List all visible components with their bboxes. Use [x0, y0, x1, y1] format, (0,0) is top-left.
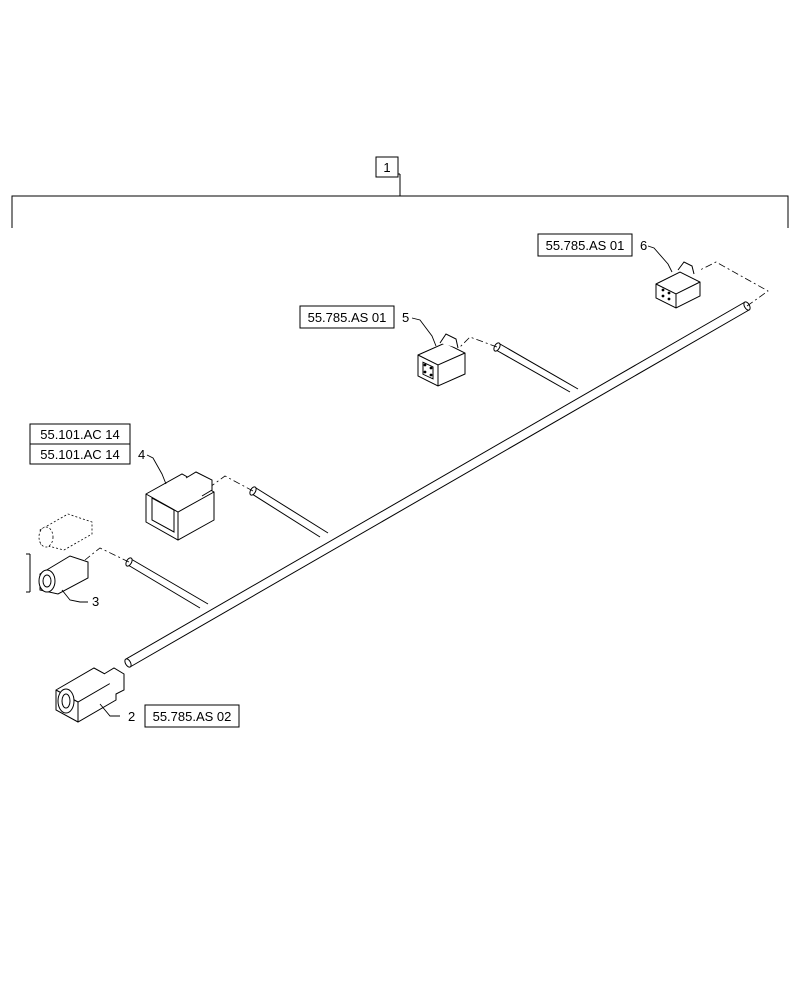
branch-item-4 [209, 475, 329, 538]
item-4-number: 4 [138, 447, 145, 462]
branch-item-3 [84, 547, 209, 609]
item-5-ref[interactable]: 55.785.AS 01 [308, 310, 387, 325]
callout-item-2: 2 55.785.AS 02 [99, 703, 240, 728]
item-4-ref-1[interactable]: 55.101.AC 14 [40, 427, 120, 442]
item-3-number: 3 [92, 594, 99, 609]
callout-item-3: 3 [61, 589, 99, 609]
harness-trunk [124, 301, 751, 668]
item-5-number: 5 [402, 310, 409, 325]
branch-item-5 [459, 336, 579, 393]
item-4-ref-box-2[interactable] [29, 443, 131, 465]
callout-item-6: 55.785.AS 01 6 [537, 233, 673, 273]
item-2-ref[interactable]: 55.785.AS 02 [153, 709, 232, 724]
callout-item-4: 55.101.AC 14 55.101.AC 14 4 [29, 423, 167, 485]
assembly-item-number: 1 [383, 160, 390, 175]
item-4-ref-2[interactable]: 55.101.AC 14 [40, 447, 120, 462]
assembly-bracket: 1 [11, 156, 789, 228]
item-5-ref-box[interactable] [299, 305, 395, 329]
connector-item-3[interactable] [26, 513, 93, 595]
item-6-ref-box[interactable] [537, 233, 633, 257]
item-2-ref-box[interactable] [144, 704, 240, 728]
item-2-number: 2 [128, 709, 135, 724]
branch-item-6 [699, 261, 769, 307]
connector-item-6[interactable] [655, 261, 701, 309]
connector-item-5[interactable] [417, 333, 466, 387]
connector-item-2[interactable] [55, 667, 125, 723]
assembly-item-box[interactable] [375, 156, 399, 178]
connector-item-4[interactable] [145, 471, 215, 541]
callout-item-5: 55.785.AS 01 5 [299, 305, 437, 347]
item-6-ref[interactable]: 55.785.AS 01 [546, 238, 625, 253]
item-6-number: 6 [640, 238, 647, 253]
